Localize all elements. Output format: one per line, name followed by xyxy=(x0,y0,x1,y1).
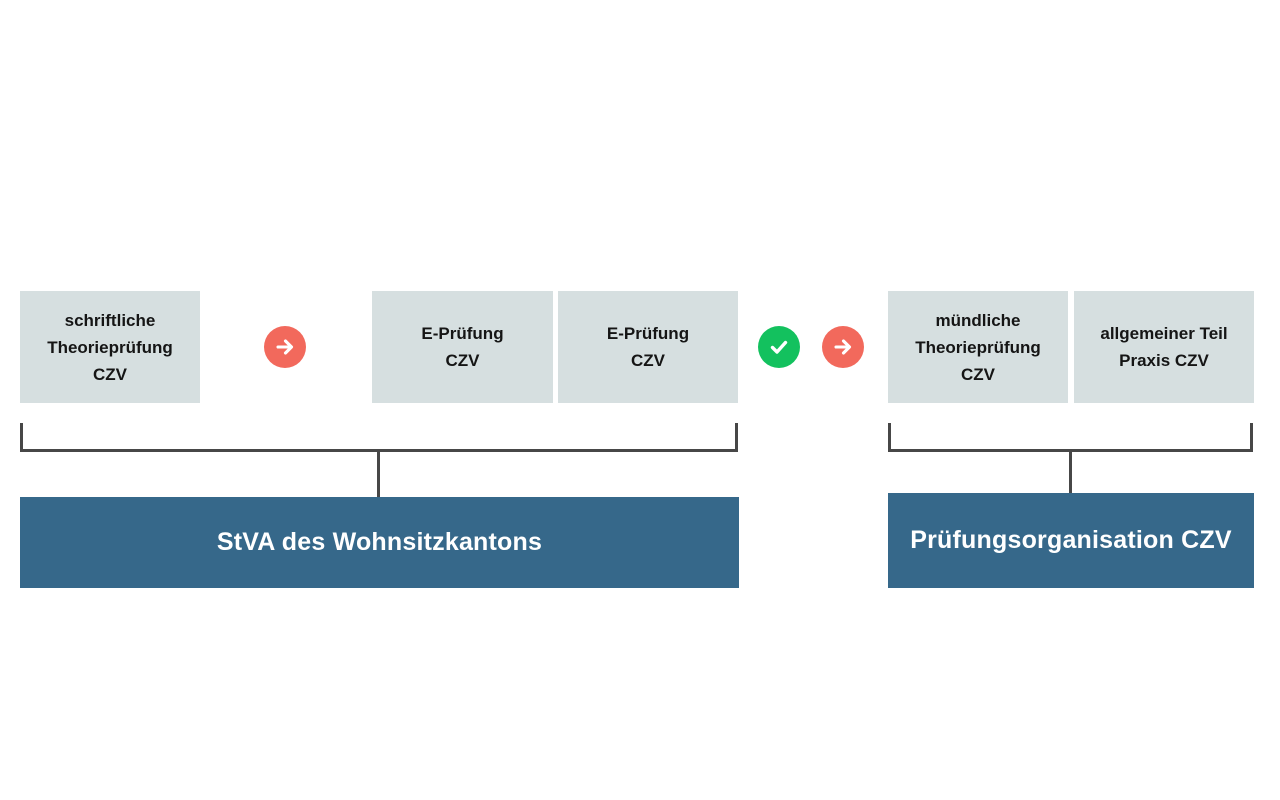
org-bar-pruefungsorganisation: Prüfungsorganisation CZV xyxy=(888,493,1254,588)
exam-box-e-pruefung-1: E-Prüfung CZV xyxy=(372,291,553,403)
bracket-right-bar xyxy=(888,449,1253,452)
arrow-step-1 xyxy=(264,326,306,368)
exam-box-label: E-Prüfung CZV xyxy=(606,324,690,370)
arrow-step-2 xyxy=(822,326,864,368)
org-bar-label: StVA des Wohnsitzkantons xyxy=(216,528,543,556)
bracket-left-tick-right xyxy=(735,423,738,452)
exam-box-label: schriftliche Theorieprüfung CZV xyxy=(47,310,173,384)
check-icon xyxy=(770,340,788,354)
exam-box-e-pruefung-2: E-Prüfung CZV xyxy=(558,291,738,403)
bracket-right-tick-right xyxy=(1250,423,1253,452)
arrow-right-icon xyxy=(834,339,852,355)
exam-box-label: E-Prüfung CZV xyxy=(421,324,504,370)
exam-box-label: mündliche Theorieprüfung CZV xyxy=(915,310,1041,384)
bracket-left-stem xyxy=(377,452,380,498)
check-step xyxy=(758,326,800,368)
bracket-left-bar xyxy=(20,449,738,452)
bracket-right-tick-left xyxy=(888,423,891,452)
bracket-right-stem xyxy=(1069,452,1072,494)
exam-box-allgemeiner-teil-praxis: allgemeiner Teil Praxis CZV xyxy=(1074,291,1254,403)
exam-box-label: allgemeiner Teil Praxis CZV xyxy=(1100,324,1228,370)
exam-box-muendliche-theoriepruefung: mündliche Theorieprüfung CZV xyxy=(888,291,1068,403)
org-bar-stva: StVA des Wohnsitzkantons xyxy=(20,497,739,588)
org-bar-label: Prüfungsorganisation CZV xyxy=(910,526,1232,554)
arrow-right-icon xyxy=(276,339,294,355)
bracket-left-tick-left xyxy=(20,423,23,452)
exam-box-schriftliche-theoriepruefung: schriftliche Theorieprüfung CZV xyxy=(20,291,200,403)
